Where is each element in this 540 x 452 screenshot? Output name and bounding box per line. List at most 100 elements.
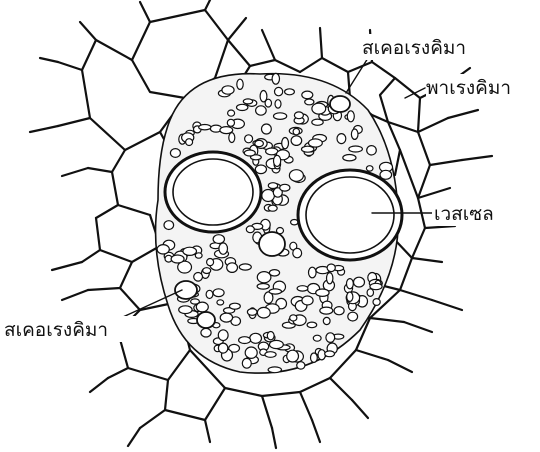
small-cell xyxy=(268,183,277,189)
small-cell xyxy=(227,119,234,126)
small-cell xyxy=(183,247,197,255)
small-cell xyxy=(196,302,208,312)
small-cell xyxy=(256,106,267,115)
small-cell xyxy=(311,353,318,362)
small-cell xyxy=(239,337,251,344)
small-cell xyxy=(349,146,363,152)
small-cell xyxy=(347,111,354,122)
small-cell xyxy=(334,307,344,315)
small-cell xyxy=(347,292,353,301)
vessel-left xyxy=(165,152,261,232)
small-cell xyxy=(366,166,373,171)
small-cell xyxy=(293,128,299,134)
small-cell xyxy=(239,264,251,270)
label-vessel: เวสเซล xyxy=(434,203,494,225)
small-cell xyxy=(218,343,227,353)
small-cell xyxy=(245,135,253,143)
small-cell xyxy=(255,165,266,174)
small-cell xyxy=(194,273,203,282)
small-cell xyxy=(222,86,234,94)
small-cell xyxy=(243,99,252,104)
small-cell xyxy=(291,136,302,146)
small-cell xyxy=(260,91,267,102)
small-cell xyxy=(309,139,323,147)
small-cell xyxy=(213,289,224,297)
small-cell xyxy=(312,103,326,114)
small-cell xyxy=(227,263,238,273)
small-cell xyxy=(268,205,277,211)
small-cell xyxy=(186,139,193,146)
small-cell xyxy=(230,303,241,309)
small-cell xyxy=(171,255,184,263)
small-cell xyxy=(207,259,214,266)
small-cell xyxy=(170,149,180,158)
small-cell xyxy=(367,289,373,297)
small-cell xyxy=(229,133,235,143)
small-cell xyxy=(237,79,243,89)
small-cell xyxy=(179,306,192,314)
small-cell xyxy=(267,332,274,340)
small-cell xyxy=(257,307,270,318)
small-cell xyxy=(347,279,354,289)
small-cell xyxy=(302,146,314,152)
small-cell xyxy=(287,350,299,362)
small-cell xyxy=(343,155,356,161)
small-cell xyxy=(280,184,290,191)
small-cell xyxy=(242,358,251,368)
small-cell xyxy=(245,347,257,358)
label-sclerenchyma-left: สเคอเรงคิมา xyxy=(4,319,108,341)
vessel-right xyxy=(298,170,402,260)
small-cell xyxy=(297,286,308,291)
small-cell xyxy=(302,91,313,99)
label-parenchyma: พาเรงคิมา xyxy=(426,77,511,99)
small-cell xyxy=(275,87,283,95)
small-cell xyxy=(290,315,297,321)
small-cell xyxy=(157,245,169,254)
small-cell xyxy=(265,352,276,358)
small-cell xyxy=(275,100,281,108)
small-cell xyxy=(305,99,314,105)
small-cell xyxy=(337,134,346,144)
small-cell xyxy=(348,312,358,321)
small-cell xyxy=(247,309,257,316)
small-cell xyxy=(257,284,269,290)
small-cell xyxy=(367,146,377,155)
small-cell xyxy=(320,307,333,314)
small-cell xyxy=(313,335,321,341)
small-cell xyxy=(316,289,329,296)
small-cell xyxy=(203,268,211,274)
small-cell xyxy=(370,283,382,289)
small-cell xyxy=(250,333,262,343)
small-cell xyxy=(289,170,303,182)
small-cell xyxy=(327,264,335,272)
small-cell xyxy=(307,322,317,328)
small-cell xyxy=(285,89,295,95)
small-cell xyxy=(201,328,211,337)
small-cell xyxy=(323,317,330,324)
small-cell xyxy=(351,129,358,139)
small-cell xyxy=(309,267,317,278)
small-cell xyxy=(268,367,281,373)
small-cell xyxy=(274,155,281,166)
small-cell xyxy=(302,296,313,305)
small-cell xyxy=(195,253,202,258)
small-cell xyxy=(244,150,255,156)
small-cell xyxy=(318,350,325,360)
small-cell xyxy=(164,221,174,230)
small-cell xyxy=(217,300,224,305)
small-cell xyxy=(269,270,279,276)
small-cell xyxy=(293,248,302,257)
small-cell xyxy=(228,110,235,116)
small-cell xyxy=(272,73,279,84)
small-cell xyxy=(269,289,281,294)
small-cell xyxy=(246,226,254,233)
small-cell xyxy=(220,127,233,134)
small-cell xyxy=(282,138,289,149)
small-cell xyxy=(294,112,303,119)
small-cell xyxy=(262,124,272,134)
small-cell xyxy=(297,362,305,369)
small-cell xyxy=(327,273,333,284)
small-cell xyxy=(326,333,335,343)
small-cell xyxy=(373,299,380,306)
